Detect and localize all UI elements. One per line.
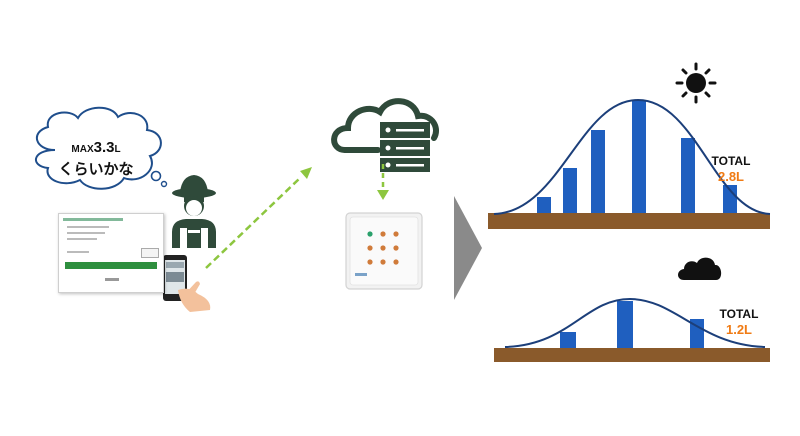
cloudy-total-title: TOTAL <box>719 307 759 321</box>
ground-bar <box>488 213 770 229</box>
cloud-server-icon <box>331 98 439 172</box>
smartphone-icon <box>163 255 211 312</box>
water-bar <box>563 168 577 213</box>
app-text-line <box>67 238 97 240</box>
sunny-total-value: 2.8L <box>717 169 744 184</box>
water-bar <box>560 332 576 348</box>
app-text-line <box>67 232 105 234</box>
controller-box-icon <box>345 212 423 290</box>
water-bar <box>723 185 737 213</box>
download-arrow <box>377 164 389 200</box>
cloudy-total-value: 1.2L <box>725 322 752 337</box>
sun-icon <box>675 62 717 104</box>
distribution-curve <box>493 98 771 215</box>
app-footer-link <box>105 278 119 281</box>
water-bar <box>632 100 646 213</box>
max-unit: L <box>114 144 121 155</box>
water-bar <box>690 319 704 348</box>
app-screenshot <box>58 213 164 293</box>
water-bar <box>591 130 605 213</box>
cloudy-distribution-chart <box>494 297 770 362</box>
farmer-icon <box>172 175 216 248</box>
sunny-distribution-chart <box>488 98 771 229</box>
app-text-line <box>67 251 89 253</box>
speech-bubble-text: MAX3.3L くらいかな <box>46 138 146 180</box>
speech-bubble <box>35 106 168 190</box>
distribution-curve <box>504 297 766 348</box>
upload-arrow <box>205 167 312 269</box>
app-text-line <box>67 226 109 228</box>
app-header <box>63 218 123 221</box>
sunny-total-title: TOTAL <box>711 154 751 168</box>
max-prefix: MAX <box>71 144 94 155</box>
water-bar <box>537 197 551 213</box>
chevron-right-icon <box>454 196 482 300</box>
max-value: 3.3 <box>93 139 115 156</box>
app-submit-button <box>65 262 157 269</box>
app-input <box>141 248 159 258</box>
water-bar <box>681 138 695 213</box>
speech-line-2: くらいかな <box>58 161 134 178</box>
cloud-icon <box>678 257 722 280</box>
water-bar <box>617 301 633 348</box>
sunny-total: TOTAL 2.8L <box>704 154 758 184</box>
cloudy-total: TOTAL 1.2L <box>712 307 766 337</box>
ground-bar <box>494 348 770 362</box>
